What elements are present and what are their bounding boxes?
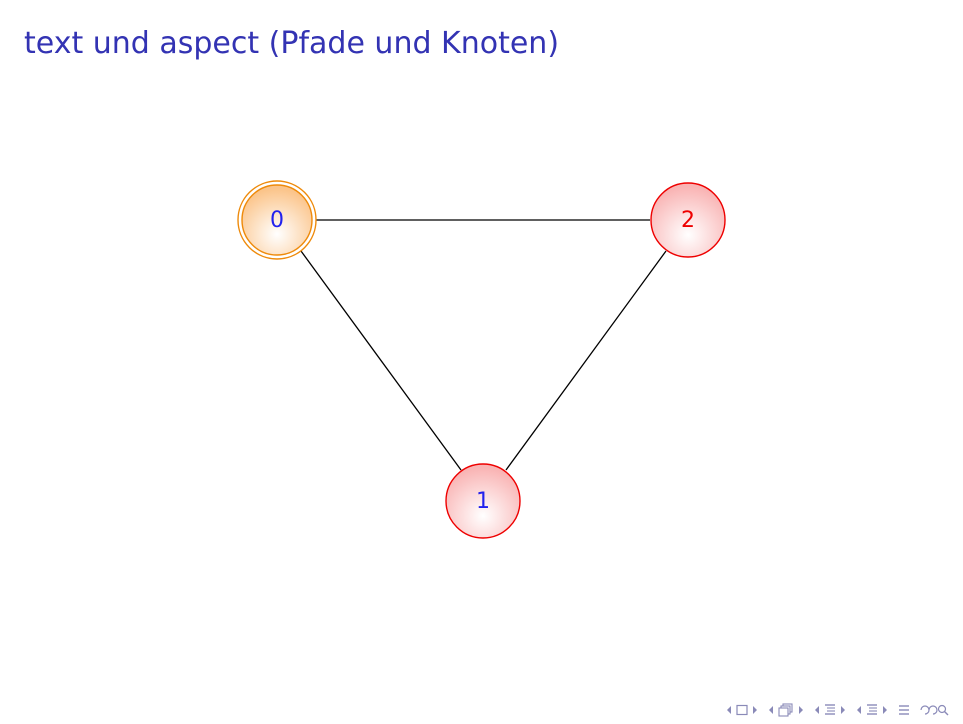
section-nav-icon[interactable] [823, 703, 837, 717]
graph-edges [300, 219, 667, 471]
edge-0-1 [300, 250, 462, 471]
presentation-nav-icon[interactable] [865, 703, 879, 717]
edge-2-1 [505, 250, 667, 471]
frame-nav-icon[interactable] [735, 704, 749, 716]
node-0-circle [241, 184, 313, 256]
section-nav-group[interactable] [813, 703, 847, 717]
section-prev-arrow-icon[interactable] [813, 704, 821, 716]
node-2-label: 2 [681, 208, 695, 233]
presentation-nav-group[interactable] [855, 703, 889, 717]
subsection-next-arrow-icon[interactable] [797, 704, 805, 716]
presentation-prev-arrow-icon[interactable] [855, 704, 863, 716]
slide-title: text und aspect (Pfade und Knoten) [24, 26, 560, 61]
node-2-circle [650, 182, 726, 258]
node-1-label: 1 [476, 489, 490, 514]
section-next-arrow-icon[interactable] [839, 704, 847, 716]
appendix-nav-icon[interactable] [897, 703, 911, 717]
beamer-navigation-bar [725, 702, 953, 718]
search-nav-icon[interactable] [919, 703, 953, 717]
presentation-next-arrow-icon[interactable] [881, 704, 889, 716]
node-0-outer-ring [237, 180, 317, 260]
graph-node-0: 0 [237, 180, 317, 260]
subsection-nav-icon[interactable] [777, 703, 795, 717]
node-1-circle [445, 463, 521, 539]
frame-nav-group[interactable] [725, 704, 759, 716]
subsection-nav-group[interactable] [767, 703, 805, 717]
subsection-prev-arrow-icon[interactable] [767, 704, 775, 716]
frame-next-arrow-icon[interactable] [751, 704, 759, 716]
frame-prev-arrow-icon[interactable] [725, 704, 733, 716]
graph-node-2: 2 [650, 182, 726, 258]
graph-node-1: 1 [445, 463, 521, 539]
node-0-label: 0 [270, 208, 284, 233]
